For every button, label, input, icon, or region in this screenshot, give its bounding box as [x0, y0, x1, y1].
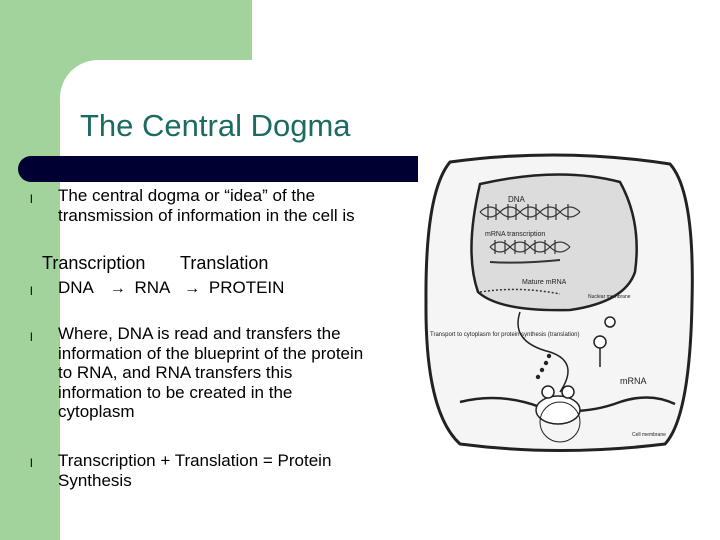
transport-path: [517, 311, 569, 393]
bullet-marker-2: l: [30, 284, 33, 298]
dna-label: DNA: [508, 195, 526, 204]
ribosome-shape: [535, 385, 581, 425]
nucleus-shape: [470, 173, 638, 312]
transport-label: Transport to cytoplasm for protein synth…: [430, 332, 580, 338]
cell-diagram: DNA mRNA transcription Mature mRNA Nucle…: [420, 152, 700, 452]
mature-mrna-strand: [479, 288, 561, 295]
bullet-text-3: Transcription + Translation = Protein Sy…: [58, 451, 332, 490]
dna-helix-lower: [489, 240, 571, 254]
cell-membrane-label: Cell membrane: [632, 432, 666, 438]
mature-mrna-label: Mature mRNA: [522, 279, 567, 286]
bullet-text-2: Where, DNA is read and transfers the inf…: [58, 324, 364, 421]
arrow-icon: →: [184, 280, 201, 297]
flow-dna: DNA: [58, 278, 93, 297]
bullet-text-1: The central dogma or “idea” of the trans…: [58, 186, 355, 225]
transcription-label: Transcription: [42, 253, 146, 273]
flow-protein: PROTEIN: [208, 278, 285, 297]
flow-rna: RNA: [134, 278, 170, 297]
nuclear-membrane-label: Nuclear membrane: [588, 294, 631, 300]
bullet-marker-4: l: [30, 456, 33, 470]
title-underline-bar: [18, 156, 418, 182]
bullet-marker-1: l: [30, 192, 33, 206]
translation-label: Translation: [180, 253, 269, 273]
arrow-icon: →: [109, 280, 126, 297]
slide-title: The Central Dogma: [80, 108, 351, 143]
mrna-strand: [489, 259, 561, 264]
trna-shape: [593, 316, 616, 367]
dna-helix: [479, 204, 581, 220]
bullet-marker-3: l: [30, 330, 33, 344]
mrna-transcription-label: mRNA transcription: [485, 231, 545, 238]
cell-illustration: DNA mRNA transcription Mature mRNA Nucle…: [424, 153, 694, 452]
translation-loop: [539, 401, 581, 443]
amino-acid-chain: [535, 353, 552, 380]
flow-row: DNA → RNA → PROTEIN: [58, 278, 284, 298]
mrna-label: mRNA: [620, 376, 647, 386]
